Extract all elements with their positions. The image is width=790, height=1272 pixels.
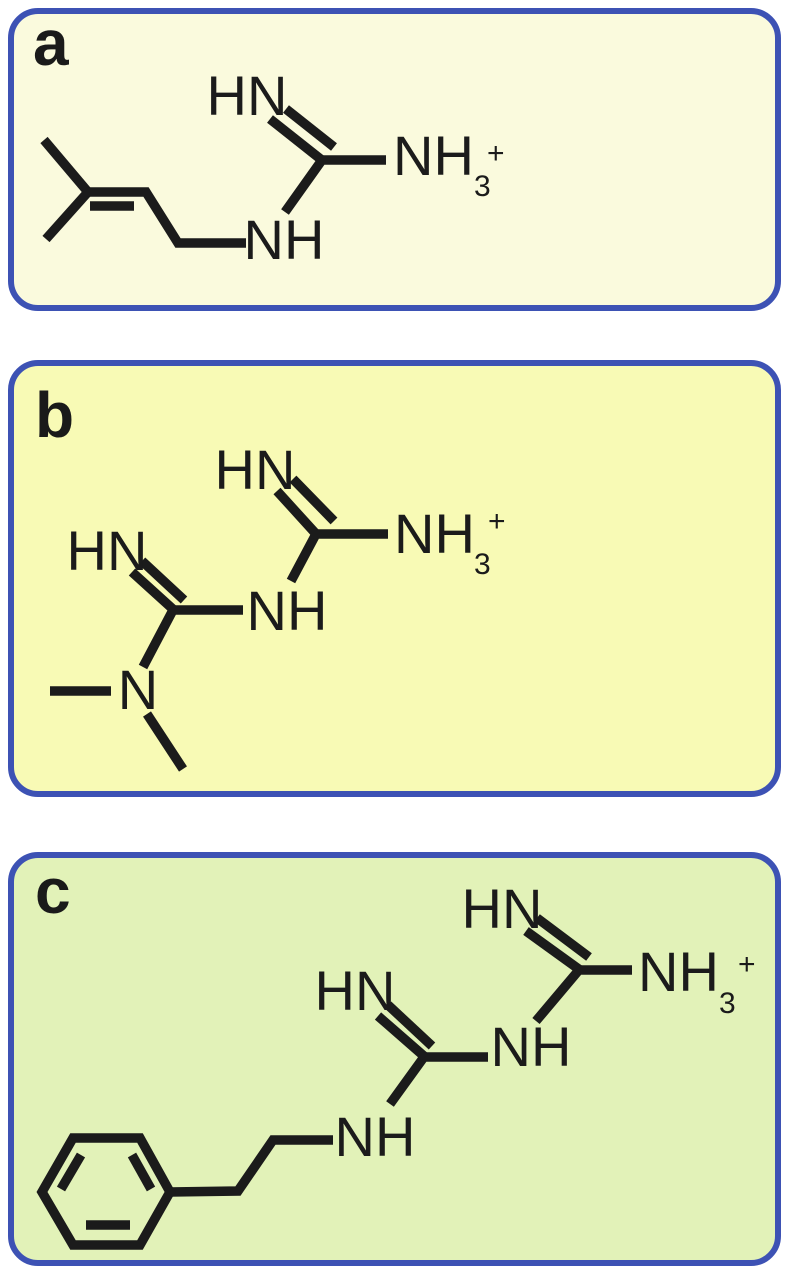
atom-labels-a: HN NH 3 + NH xyxy=(207,64,505,271)
panel-label-b: b xyxy=(35,379,75,451)
benzene-ring xyxy=(36,1133,176,1250)
ammonium-charge: + xyxy=(488,505,506,538)
panel-label-c: c xyxy=(35,855,71,927)
imine-label: HN xyxy=(207,64,288,127)
ammonium-subscript: 3 xyxy=(474,170,491,203)
panel-label-a: a xyxy=(33,7,69,79)
panel-a: a HN NH 3 + NH xyxy=(8,8,781,311)
structure-a: HN NH 3 + NH xyxy=(40,64,505,271)
structure-c: HN NH 3 + NH HN NH xyxy=(36,877,756,1250)
ammonium-label: NH xyxy=(638,940,719,1003)
bridge-nh-label: NH xyxy=(491,1015,572,1078)
bonds-b xyxy=(50,475,388,772)
imine-low-label: HN xyxy=(67,519,148,582)
structure-b: HN NH 3 + NH HN N xyxy=(50,438,506,772)
ammonium-charge: + xyxy=(487,137,505,170)
atom-labels-c: HN NH 3 + NH HN NH xyxy=(315,877,756,1168)
ammonium-label: NH xyxy=(394,502,475,565)
panel-c: c HN NH 3 + NH xyxy=(8,852,781,1266)
atom-labels-b: HN NH 3 + NH HN N xyxy=(67,438,506,721)
imine-low-label: HN xyxy=(315,959,396,1022)
bonds-c xyxy=(169,914,632,1197)
panel-b: b HN NH 3 + NH HN N xyxy=(8,360,781,797)
amine-label: NH xyxy=(335,1105,416,1168)
ammonium-label: NH xyxy=(393,124,474,187)
amine-label: NH xyxy=(244,208,325,271)
ammonium-charge: + xyxy=(738,948,756,981)
ammonium-subscript: 3 xyxy=(719,987,736,1020)
bridge-nh-label: NH xyxy=(247,579,328,642)
imine-top-label: HN xyxy=(215,438,296,501)
imine-top-label: HN xyxy=(462,877,543,940)
bonds-a xyxy=(40,105,386,248)
tertiary-n-label: N xyxy=(118,658,158,721)
ammonium-subscript: 3 xyxy=(474,548,491,581)
